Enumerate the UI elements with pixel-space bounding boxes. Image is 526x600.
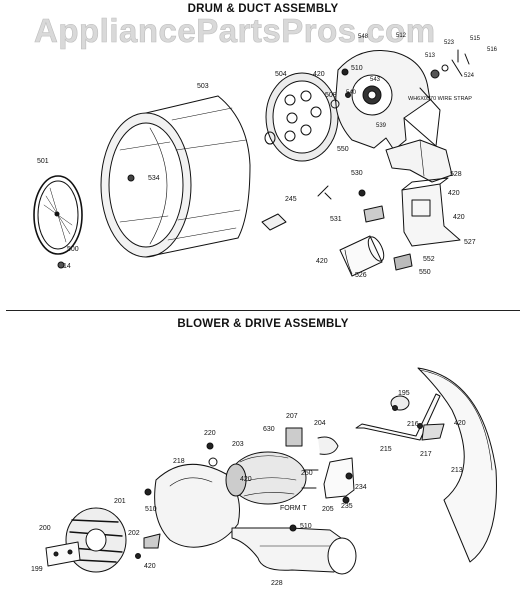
callout-202: 202 [128, 530, 140, 537]
blower-wheel-part [65, 507, 127, 573]
power-cord-part [339, 235, 385, 277]
callout-526: 526 [355, 272, 367, 279]
callout-550-b: 550 [419, 269, 431, 276]
drum-belt-clip-part [317, 436, 339, 455]
callout-503: 503 [197, 83, 209, 90]
blower-fan-housing-part [154, 463, 240, 548]
callout-528: 528 [450, 171, 462, 178]
blower-drive-assembly-title: BLOWER & DRIVE ASSEMBLY [177, 318, 349, 330]
small-fasteners [57, 49, 470, 271]
callout-548: 548 [358, 34, 369, 40]
callout-207: 207 [286, 413, 298, 420]
callout-630: 630 [263, 426, 275, 433]
callout-217: 217 [420, 451, 432, 458]
callout-14: 14 [63, 263, 71, 270]
section-divider [6, 310, 520, 311]
callout-wire-strap: WH6X0570 WIRE STRAP [408, 96, 472, 102]
watermark: AppliancePartsPros.com [34, 12, 436, 50]
callout-220: 220 [204, 430, 216, 437]
callout-508: 508 [325, 92, 337, 99]
callout-510-drum: 510 [351, 65, 363, 72]
callout-420-drum-d: 420 [316, 258, 328, 265]
callout-420-blower-c: 420 [144, 563, 156, 570]
callout-420-drum-a: 420 [313, 71, 325, 78]
callout-213: 213 [451, 467, 463, 474]
callout-515: 515 [470, 36, 481, 42]
callout-534: 534 [148, 175, 160, 182]
callout-530: 530 [351, 170, 363, 177]
idler-arm-part [355, 393, 445, 441]
idler-bracket-part [323, 457, 355, 499]
callout-512: 512 [396, 33, 407, 39]
motor-mount-bracket-part [45, 541, 81, 567]
callout-195: 195 [398, 390, 410, 397]
callout-420-blower-a: 420 [454, 420, 466, 427]
callout-235: 235 [341, 503, 353, 510]
callout-form-t: FORM T [280, 505, 307, 512]
callout-527: 527 [464, 239, 476, 246]
callout-201: 201 [114, 498, 126, 505]
callout-550-a: 550 [337, 146, 349, 153]
callout-216: 216 [407, 421, 419, 428]
centrifugal-switch-part [285, 427, 303, 447]
callout-228: 228 [271, 580, 283, 587]
callout-420-drum-b: 420 [448, 190, 460, 197]
callout-516: 516 [487, 47, 498, 53]
callout-510-blower-a: 510 [145, 506, 157, 513]
callout-501: 501 [37, 158, 49, 165]
motor-bracket-part [401, 177, 461, 247]
callout-218: 218 [173, 458, 185, 465]
callout-204: 204 [314, 420, 326, 427]
callout-205: 205 [322, 506, 334, 513]
callout-203: 203 [232, 441, 244, 448]
blower-housing-part [335, 49, 441, 151]
callout-539: 539 [376, 123, 387, 129]
callout-234: 234 [355, 484, 367, 491]
small-fasteners-blower [135, 405, 423, 559]
callout-420-blower-b: 420 [240, 476, 252, 483]
drum-part [100, 95, 251, 258]
drum-front-seal-part [33, 175, 83, 255]
callout-250: 250 [301, 470, 313, 477]
blower-duct-part [231, 527, 357, 575]
exhaust-duct-part [385, 139, 453, 183]
callout-531: 531 [330, 216, 342, 223]
drum-duct-assembly-title: DRUM & DUCT ASSEMBLY [187, 3, 339, 15]
callout-543: 543 [370, 77, 381, 83]
callout-199: 199 [31, 566, 43, 573]
callout-540: 540 [346, 90, 357, 96]
drive-belt-part [417, 367, 497, 563]
callout-513: 513 [425, 53, 436, 59]
callout-200: 200 [39, 525, 51, 532]
drum-rear-bulkhead-part [264, 72, 339, 162]
callout-552: 552 [423, 256, 435, 263]
callout-524: 524 [464, 73, 475, 79]
callout-500: 500 [67, 246, 79, 253]
callout-420-drum-c: 420 [453, 214, 465, 221]
callout-245: 245 [285, 196, 297, 203]
callout-504: 504 [275, 71, 287, 78]
callout-510-blower-b: 510 [300, 523, 312, 530]
callout-215: 215 [380, 446, 392, 453]
drive-motor-part [225, 451, 319, 505]
callout-523: 523 [444, 40, 455, 46]
